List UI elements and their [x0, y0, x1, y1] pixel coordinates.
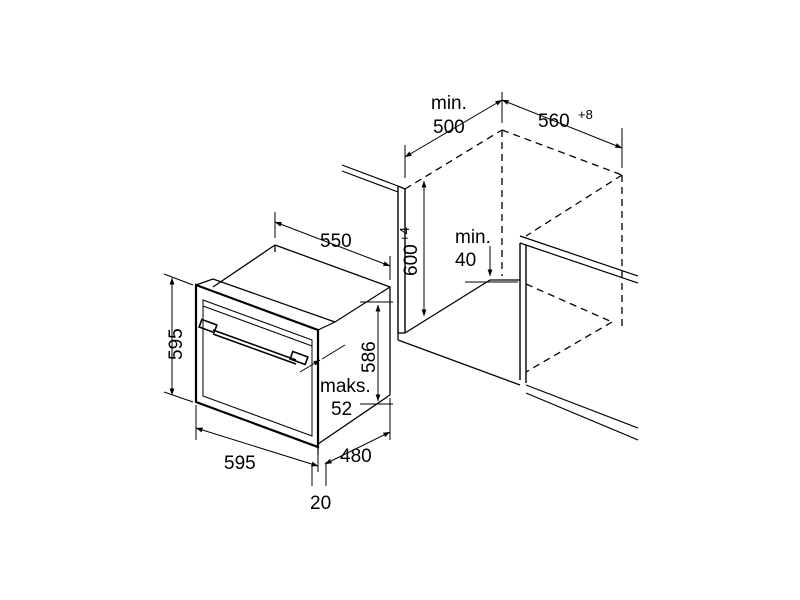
oven-door [202, 299, 313, 437]
min-depth-value: 500 [433, 117, 465, 138]
body-width-dimension-line [324, 431, 391, 465]
front-thickness-value: 20 [310, 493, 331, 514]
hidden-edges [404, 129, 623, 373]
body-height-value: 586 [359, 341, 380, 373]
min-gap-value: 40 [455, 250, 476, 271]
cabinet-niche [341, 129, 639, 441]
worktop-left [341, 164, 399, 193]
right-side-panel [519, 243, 527, 383]
niche-floor [397, 279, 521, 386]
plinth-lines [525, 384, 639, 441]
niche-height-tolerance: +4 [397, 227, 412, 242]
niche-dimensions [404, 92, 623, 317]
appliance-dimensions [163, 212, 393, 486]
niche-width-tolerance: +8 [578, 107, 593, 122]
min-depth-dimension-line [404, 99, 503, 158]
niche-width-dimension-line [501, 99, 623, 149]
front-width-value: 595 [224, 453, 256, 474]
left-side-panel [397, 185, 406, 333]
depth-dimension-line [274, 221, 391, 267]
min-depth-label: min. [431, 93, 467, 114]
body-width-value: 480 [340, 446, 372, 467]
max-projection-label: maks. [320, 376, 371, 397]
max-projection-value: 52 [331, 399, 352, 420]
appliance-labels: 550 595 586 maks. 52 595 480 20 [166, 231, 380, 514]
min-gap-label: min. [455, 227, 491, 248]
door-handle [198, 318, 309, 366]
front-height-value: 595 [166, 328, 187, 360]
niche-labels: min. 500 560 +8 600 +4 min. 40 [397, 93, 593, 276]
niche-height-value: 600 [401, 244, 422, 276]
worktop-right [519, 235, 639, 284]
front-width-dimension-line [195, 427, 319, 467]
appliance-depth-value: 550 [320, 231, 352, 252]
niche-width-value: 560 [538, 111, 570, 132]
max-projection-dimension-line [299, 359, 321, 373]
